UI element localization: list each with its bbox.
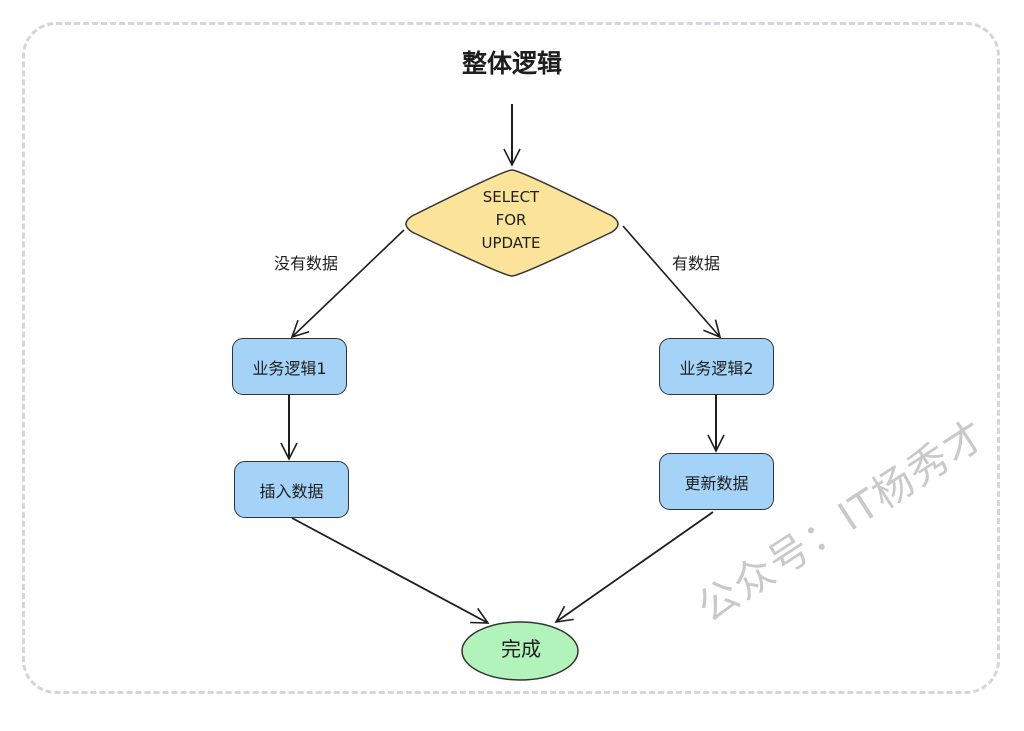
diagram-frame	[22, 22, 1000, 694]
decision-label: SELECT FOR UPDATE	[452, 186, 570, 255]
arrow-insert-to-done	[291, 517, 490, 624]
decision-line: FOR	[495, 211, 527, 229]
edge-label-no-data: 没有数据	[274, 254, 339, 273]
step-business-logic-1: 业务逻辑1	[232, 338, 347, 395]
done-label: 完成	[501, 637, 541, 661]
step-insert-data: 插入数据	[234, 461, 349, 518]
step-business-logic-2: 业务逻辑2	[659, 338, 774, 395]
done-ellipse	[461, 621, 579, 681]
diagram-title: 整体逻辑	[461, 49, 562, 78]
decision-line: UPDATE	[481, 234, 541, 252]
arrow-update-to-done	[554, 511, 714, 624]
arrow-no-data	[290, 229, 405, 339]
decision-diamond	[405, 169, 619, 277]
edge-label-has-data: 有数据	[672, 254, 721, 273]
arrow-has-data	[622, 225, 722, 339]
step-update-data: 更新数据	[659, 453, 774, 510]
decision-line: SELECT	[482, 188, 540, 206]
